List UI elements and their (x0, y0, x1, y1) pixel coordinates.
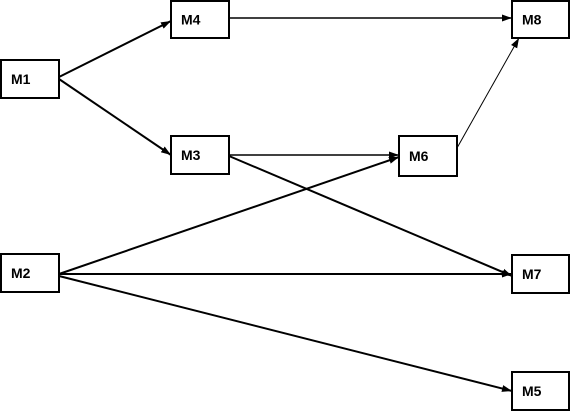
edge-m2-to-m5 (58, 275, 513, 392)
edge-m3-to-m7 (228, 155, 513, 277)
edges-layer (58, 14, 520, 392)
node-box-m7 (511, 254, 570, 294)
node-label-m8: M8 (522, 12, 542, 28)
node-m4: M4 (170, 0, 230, 39)
node-label-m3: M3 (181, 147, 201, 163)
node-box-m1 (0, 59, 60, 99)
node-label-m6: M6 (409, 148, 429, 164)
node-box-m2 (0, 253, 60, 293)
node-m6: M6 (398, 135, 458, 177)
edge-m1-to-m4 (58, 20, 172, 78)
node-m8: M8 (511, 0, 570, 39)
edge-m1-to-m3 (58, 78, 172, 156)
node-box-m5 (511, 371, 570, 411)
node-box-m4 (170, 0, 230, 39)
node-box-m6 (398, 135, 458, 177)
edge-m6-to-m8 (456, 37, 520, 149)
node-m3: M3 (170, 135, 230, 175)
node-m2: M2 (0, 253, 60, 293)
node-label-m5: M5 (522, 383, 542, 399)
node-m5: M5 (511, 371, 570, 411)
node-m1: M1 (0, 59, 60, 99)
node-label-m1: M1 (11, 71, 31, 87)
node-label-m4: M4 (181, 12, 201, 28)
node-m7: M7 (511, 254, 570, 294)
node-label-m2: M2 (11, 265, 31, 281)
node-box-m8 (511, 0, 570, 39)
node-label-m7: M7 (522, 266, 542, 282)
node-box-m3 (170, 135, 230, 175)
edge-m2-to-m6 (58, 156, 400, 275)
